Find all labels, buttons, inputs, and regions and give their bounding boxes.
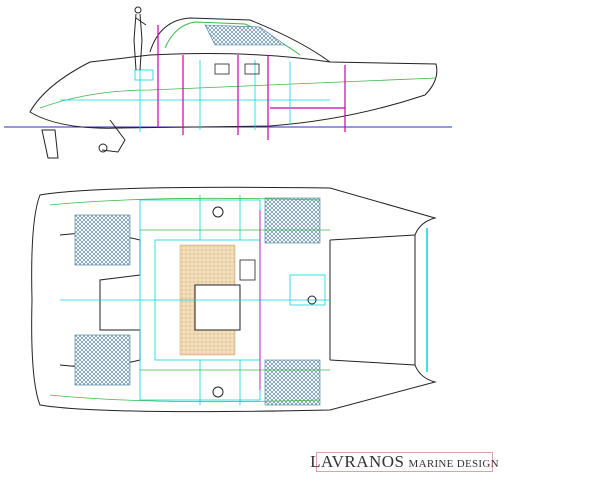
plan-view (31, 186, 437, 413)
hull-plan-outline (31, 186, 437, 413)
logo-secondary: MARINE DESIGN (408, 458, 499, 470)
lavranos-logo: LAVRANOS MARINE DESIGN (310, 452, 499, 472)
saildrive (101, 119, 126, 153)
hull-outline (29, 53, 438, 129)
logo-primary: LAVRANOS (310, 452, 405, 471)
cabin-roof (149, 17, 331, 63)
person-figure (133, 6, 147, 71)
side-profile (4, 6, 452, 159)
rudder (41, 129, 59, 159)
